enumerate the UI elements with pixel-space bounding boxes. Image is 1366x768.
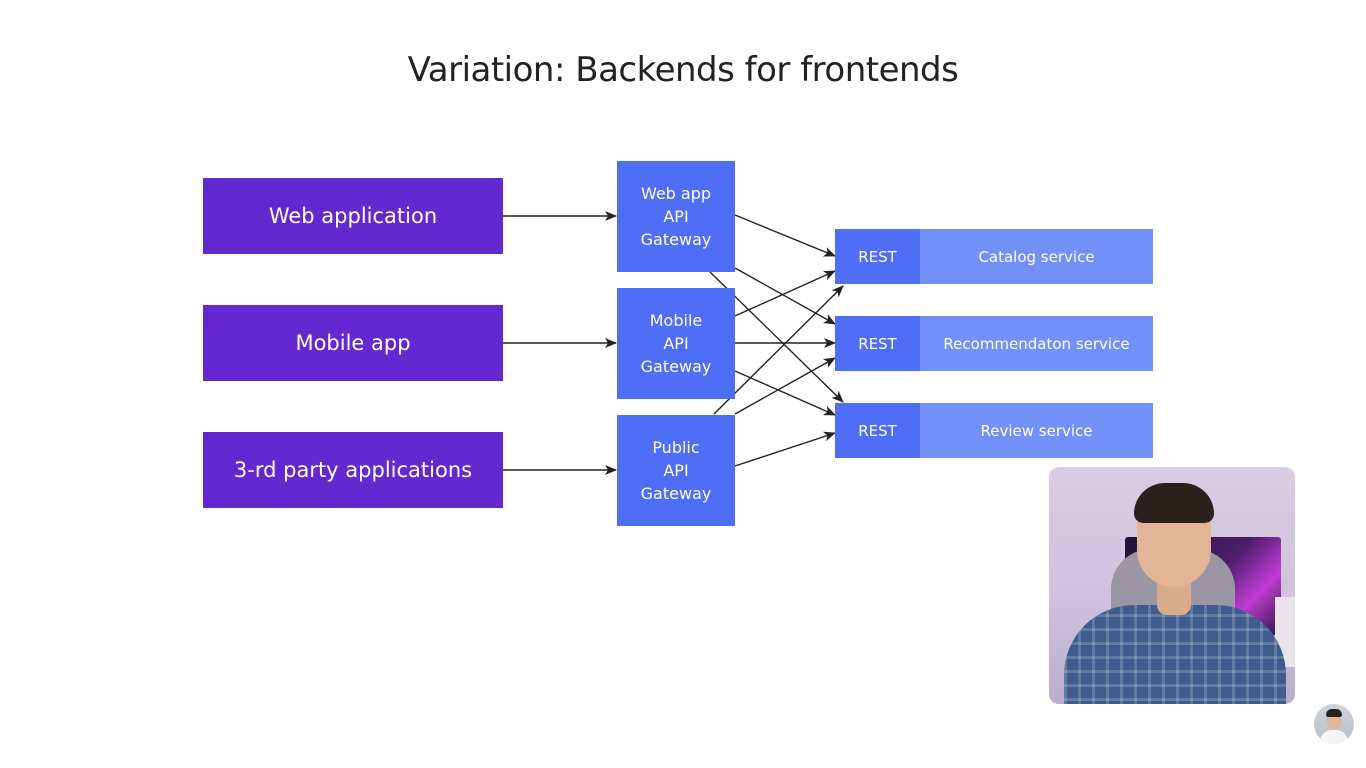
gateway-label-line: Public [652,438,700,457]
channel-avatar[interactable] [1314,704,1354,744]
gateway-label-line: API [663,207,689,226]
gateway-label-line: Web app [640,184,712,203]
gateway-label-line: Gateway [640,484,712,503]
gateway-to-service-arrow [734,357,836,415]
avatar-hair [1326,709,1342,717]
service-recommendation: REST Recommendaton service [835,316,1153,371]
gateway-label-line: API [663,461,689,480]
rest-label: REST [835,229,920,284]
presenter-shirt [1064,605,1286,704]
service-name: Catalog service [920,229,1153,284]
client-label: Mobile app [295,331,411,355]
gateway-to-service-arrow [734,270,836,317]
rest-label: REST [835,316,920,371]
gateway-to-service-arrow [713,285,844,415]
gateway-label-line: Gateway [640,357,712,376]
client-label: 3-rd party applications [233,458,473,482]
gateway-to-service-arrow [734,214,836,257]
gateway-label-line: Gateway [640,230,712,249]
service-name: Review service [920,403,1153,458]
gateway-to-service-arrow [734,267,836,325]
client-third-party-applications: 3-rd party applications [203,432,503,508]
service-review: REST Review service [835,403,1153,458]
gateway-to-service-arrow [734,431,836,467]
gateway-mobile: Mobile API Gateway [617,288,735,399]
client-label: Web application [268,204,438,228]
slide-title: Variation: Backends for frontends [407,50,959,90]
presenter-webcam [1049,467,1295,704]
gateway-public: Public API Gateway [617,415,735,526]
client-mobile-app: Mobile app [203,305,503,381]
gateway-web-app: Web app API Gateway [617,161,735,272]
gateway-label-line: API [663,334,689,353]
client-web-application: Web application [203,178,503,254]
service-name: Recommendaton service [920,316,1153,371]
avatar-body [1320,730,1348,744]
presenter-hair [1134,483,1214,523]
gateway-to-service-arrow [734,370,836,416]
service-catalog: REST Catalog service [835,229,1153,284]
gateway-label-line: Mobile [649,311,703,330]
rest-label: REST [835,403,920,458]
